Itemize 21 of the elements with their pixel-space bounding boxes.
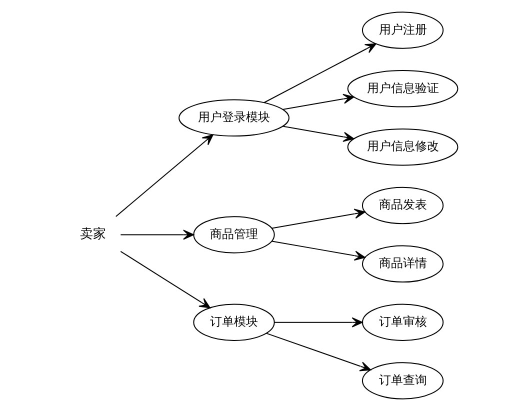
- node-ellipse: 订单模块: [192, 304, 274, 341]
- node-ellipse: 商品详情: [361, 245, 444, 283]
- arrow: [115, 134, 213, 217]
- arrow: [282, 126, 354, 142]
- arrow: [266, 332, 371, 372]
- arrow: [271, 240, 365, 261]
- node-ellipse: 商品管理: [192, 216, 274, 254]
- arrow: [271, 208, 365, 229]
- node-ellipse: 用户信息验证: [346, 70, 458, 108]
- node-ellipse: 订单审核: [361, 304, 444, 341]
- arrow: [120, 230, 194, 240]
- arrow: [263, 43, 376, 104]
- node-ellipse: 用户注册: [361, 12, 444, 49]
- arrow: [274, 317, 362, 328]
- node-ellipse: 用户登录模块: [178, 99, 289, 136]
- arrow: [282, 94, 354, 110]
- node-ellipse: 订单查询: [361, 362, 444, 400]
- node-ellipse: 商品发表: [361, 186, 444, 224]
- node-text: 卖家: [80, 227, 106, 242]
- node-ellipse: 用户信息修改: [346, 128, 458, 166]
- arrow: [120, 250, 210, 308]
